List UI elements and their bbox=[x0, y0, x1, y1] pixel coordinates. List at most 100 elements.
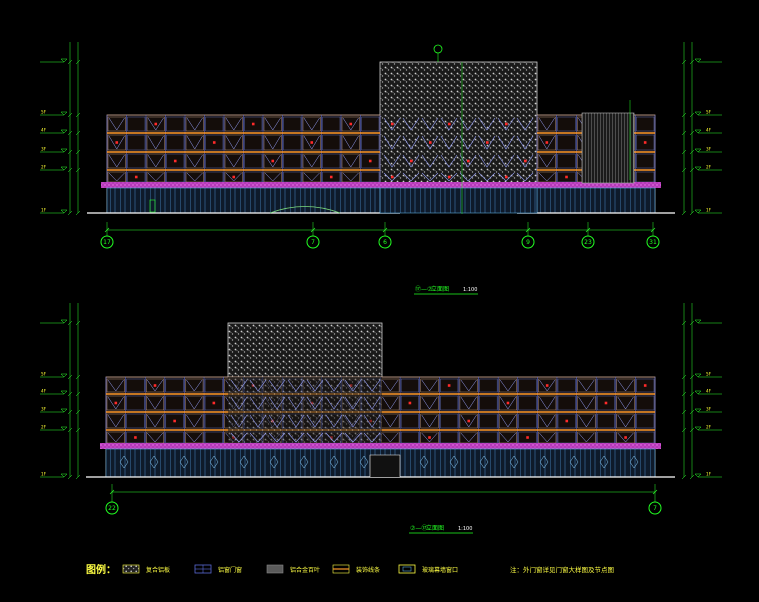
window-panel bbox=[636, 413, 655, 429]
legend-note: 注：外门窗详见门窗大样图及节点图 bbox=[510, 565, 614, 574]
window-panel bbox=[127, 116, 146, 132]
window-panel bbox=[185, 413, 204, 429]
level-symbol-right bbox=[694, 111, 702, 116]
level-label-right: 1F bbox=[706, 208, 712, 213]
perforated-overlay bbox=[228, 377, 382, 443]
dimension-tick bbox=[75, 149, 81, 155]
ground-diamond bbox=[239, 455, 249, 469]
window-panel bbox=[224, 153, 243, 169]
window-chevron bbox=[147, 432, 164, 443]
window-panel bbox=[636, 153, 655, 169]
elevation-top-title-marks: ⑰—⑦ bbox=[415, 285, 433, 293]
window-chevron bbox=[186, 414, 203, 428]
window-panel bbox=[107, 153, 126, 169]
window-chevron bbox=[107, 414, 124, 428]
ground-diamond bbox=[119, 455, 129, 469]
axis-bubble bbox=[105, 501, 119, 515]
dimension-tick bbox=[75, 112, 81, 118]
red-marker bbox=[173, 159, 177, 163]
window-panel bbox=[557, 116, 576, 132]
red-marker bbox=[467, 419, 471, 423]
dimension-tick bbox=[689, 59, 695, 65]
ground-diamond bbox=[599, 455, 609, 469]
window-panel bbox=[185, 378, 204, 393]
ground-diamond bbox=[629, 455, 639, 469]
red-marker bbox=[349, 122, 353, 126]
tower-chevron bbox=[268, 396, 286, 410]
red-marker bbox=[115, 141, 119, 144]
window-chevron bbox=[460, 379, 477, 392]
window-chevron bbox=[147, 172, 164, 182]
dimension-tick bbox=[67, 474, 73, 480]
tower-chevron bbox=[478, 135, 496, 150]
axis-tick bbox=[585, 227, 591, 233]
legend-heading: 图例： bbox=[86, 563, 116, 576]
tower-chevron bbox=[363, 432, 381, 443]
dimension-tick bbox=[75, 167, 81, 173]
window-panel bbox=[126, 395, 145, 411]
dimension-tick bbox=[681, 59, 687, 65]
tower-chevron bbox=[287, 396, 305, 410]
dimension-tick bbox=[681, 474, 687, 480]
red-marker bbox=[545, 141, 549, 144]
red-marker bbox=[505, 122, 508, 126]
podium-band bbox=[100, 443, 661, 449]
level-label-left: 3F bbox=[41, 407, 47, 412]
window-panel bbox=[440, 395, 459, 411]
dimension-tick bbox=[689, 130, 695, 136]
window-chevron bbox=[421, 432, 438, 443]
dimension-tick bbox=[689, 409, 695, 415]
dimension-tick bbox=[689, 427, 695, 433]
red-marker bbox=[505, 175, 508, 179]
window-chevron bbox=[107, 396, 124, 410]
tower-chevron bbox=[383, 154, 401, 168]
window-panel bbox=[400, 378, 419, 393]
window-panel bbox=[244, 116, 263, 132]
axis-tick bbox=[650, 227, 656, 233]
dimension-tick bbox=[681, 427, 687, 433]
window-panel bbox=[420, 378, 439, 393]
window-panel bbox=[126, 378, 145, 393]
tower-chevron bbox=[383, 117, 401, 131]
window-chevron bbox=[499, 432, 516, 443]
red-marker bbox=[545, 384, 549, 387]
window-panel bbox=[283, 134, 302, 151]
tower-chevron bbox=[306, 396, 324, 410]
tower-chevron bbox=[516, 154, 534, 168]
dimension-tick bbox=[67, 320, 73, 326]
window-chevron bbox=[578, 396, 595, 410]
window-panel bbox=[165, 395, 184, 411]
window-chevron bbox=[108, 117, 125, 131]
window-panel bbox=[127, 134, 146, 151]
tower-chevron bbox=[402, 135, 420, 150]
tower-chevron bbox=[402, 154, 420, 168]
level-symbol-left bbox=[60, 111, 68, 116]
window-panel bbox=[537, 134, 556, 151]
axis-bubble-label: 31 bbox=[649, 239, 657, 246]
red-marker bbox=[251, 122, 255, 126]
tower-chevron bbox=[287, 432, 305, 443]
window-chevron bbox=[382, 379, 399, 392]
tower-chevron bbox=[249, 414, 267, 428]
tower-chevron bbox=[230, 414, 248, 428]
level-label-left: 1F bbox=[41, 472, 47, 477]
red-marker bbox=[565, 175, 568, 179]
axis-tick bbox=[109, 489, 115, 495]
axis-bubble bbox=[521, 235, 535, 249]
window-panel bbox=[537, 153, 556, 169]
podium-band bbox=[531, 182, 661, 188]
dimension-tick bbox=[689, 320, 695, 326]
red-marker bbox=[447, 384, 451, 387]
red-marker bbox=[467, 159, 470, 163]
window-panel bbox=[106, 378, 125, 393]
window-chevron bbox=[108, 135, 125, 150]
red-marker bbox=[410, 159, 413, 163]
window-panel bbox=[106, 395, 125, 411]
red-marker bbox=[134, 436, 137, 439]
window-panel bbox=[166, 153, 185, 169]
level-symbol-left bbox=[60, 209, 68, 214]
window-panel bbox=[185, 153, 204, 169]
window-chevron bbox=[108, 154, 125, 168]
tower-chevron bbox=[383, 172, 401, 182]
